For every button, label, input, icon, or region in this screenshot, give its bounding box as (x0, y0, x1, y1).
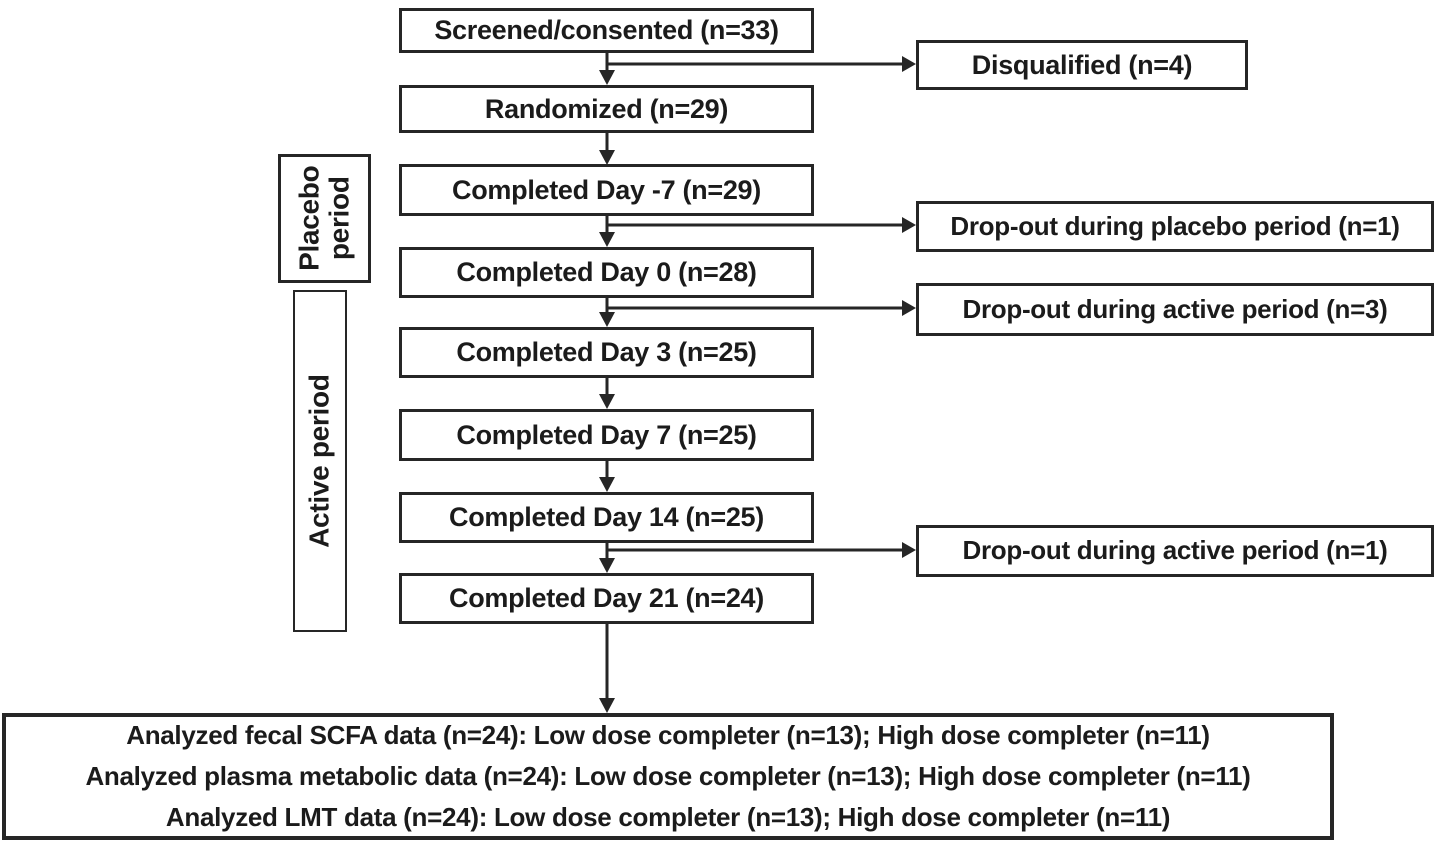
side-box-disqualified-label: Disqualified (n=4) (971, 49, 1193, 80)
analysis-line-2: Analyzed plasma metabolic data (n=24): L… (85, 761, 1251, 791)
side-box-dropout-placebo-period: Drop-out during placebo period (n=1) (916, 201, 1434, 252)
analysis-line-1: Analyzed fecal SCFA data (n=24): Low dos… (126, 720, 1210, 750)
side-box-dropout-placebo-period-label: Drop-out during placebo period (n=1) (950, 210, 1400, 241)
side-box-dropout-active-period-1: Drop-out during active period (n=1) (916, 525, 1434, 577)
arrowhead-down-2 (599, 150, 615, 165)
flow-box-screened: Screened/consented (n=33) (399, 8, 814, 53)
placebo-line2: period (323, 176, 355, 261)
arrowhead-right-3 (902, 300, 916, 316)
flow-box-completed-day14-label: Completed Day 14 (n=25) (449, 502, 764, 533)
placebo-line1: Placebo (293, 165, 325, 272)
arrowhead-down-1 (599, 70, 615, 85)
period-label-active-text: Active period (303, 374, 335, 548)
analysis-box: Analyzed fecal SCFA data (n=24): Low dos… (2, 713, 1334, 840)
arrowhead-down-3 (599, 232, 615, 247)
arrowhead-down-8 (599, 698, 615, 713)
period-label-active: Active period (293, 290, 347, 632)
side-box-dropout-active-period-1-label: Drop-out during active period (n=1) (962, 535, 1388, 566)
analysis-line-3: Analyzed LMT data (n=24): Low dose compl… (165, 802, 1171, 832)
flow-box-completed-day21-label: Completed Day 21 (n=24) (449, 583, 764, 614)
flow-box-completed-day0-label: Completed Day 0 (n=28) (456, 257, 757, 288)
flow-box-randomized-label: Randomized (n=29) (484, 93, 729, 124)
flow-box-completed-day3-label: Completed Day 3 (n=25) (456, 337, 757, 368)
side-box-disqualified: Disqualified (n=4) (916, 40, 1248, 90)
arrowhead-right-2 (902, 217, 916, 233)
side-box-dropout-active-period-3-label: Drop-out during active period (n=3) (962, 293, 1388, 324)
arrowhead-down-6 (599, 477, 615, 492)
flow-box-randomized: Randomized (n=29) (399, 85, 814, 133)
period-label-placebo: Placebo period (278, 154, 371, 283)
side-box-dropout-active-period-3: Drop-out during active period (n=3) (916, 283, 1434, 336)
arrowhead-right-4 (902, 542, 916, 558)
flow-box-completed-day0: Completed Day 0 (n=28) (399, 247, 814, 298)
flow-box-completed-day-minus7: Completed Day -7 (n=29) (399, 164, 814, 216)
arrowhead-down-5 (599, 394, 615, 409)
flow-box-screened-label: Screened/consented (n=33) (434, 15, 779, 46)
arrowhead-down-4 (599, 312, 615, 327)
arrowhead-down-7 (599, 558, 615, 573)
arrowhead-right-1 (902, 56, 916, 72)
flow-box-completed-day7: Completed Day 7 (n=25) (399, 409, 814, 461)
flow-box-completed-day3: Completed Day 3 (n=25) (399, 327, 814, 378)
flow-box-completed-day-minus7-label: Completed Day -7 (n=29) (452, 174, 761, 205)
flow-box-completed-day21: Completed Day 21 (n=24) (399, 573, 814, 624)
flow-box-completed-day7-label: Completed Day 7 (n=25) (456, 419, 757, 450)
flow-box-completed-day14: Completed Day 14 (n=25) (399, 492, 814, 543)
period-label-placebo-text: Placebo period (293, 165, 355, 272)
